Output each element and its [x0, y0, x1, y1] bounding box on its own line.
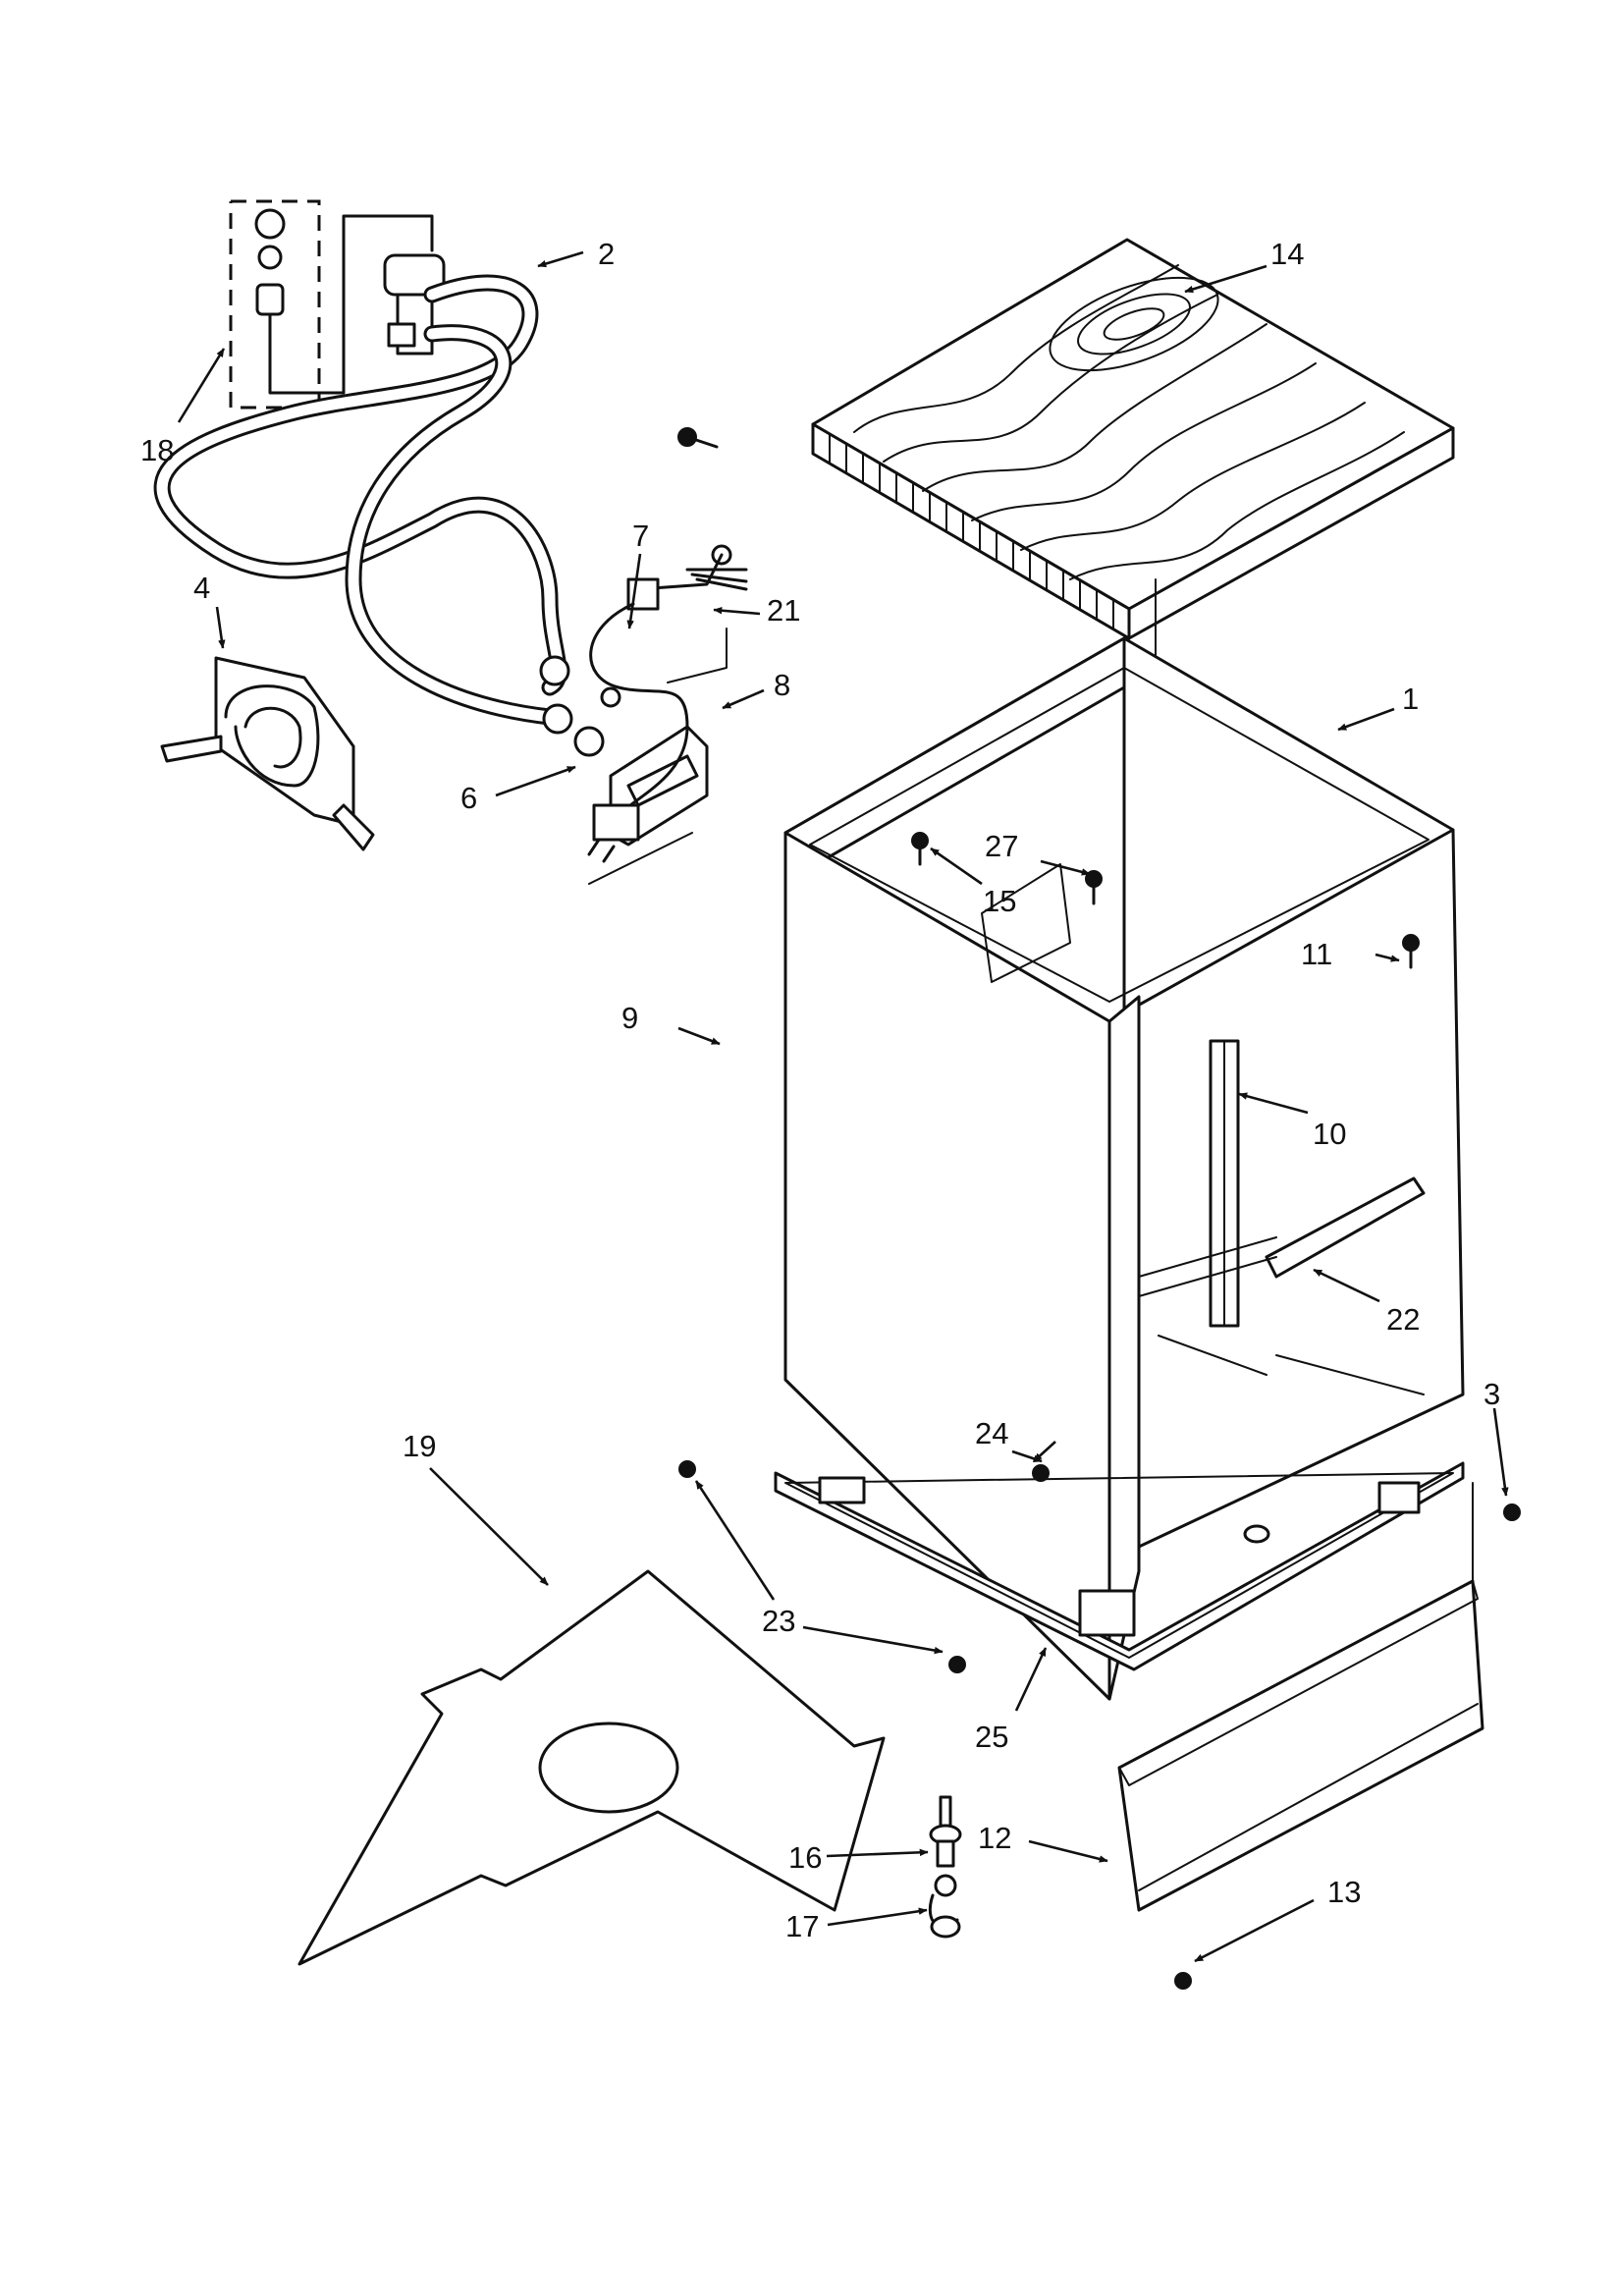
callout-17: 17 [785, 1909, 819, 1943]
callout-24: 24 [975, 1416, 1008, 1450]
callout-3: 3 [1483, 1377, 1500, 1411]
callout-12: 12 [978, 1821, 1011, 1855]
callout-8: 8 [774, 668, 790, 702]
screws [677, 427, 1521, 1990]
wood-top-panel [811, 238, 1455, 708]
callout-6: 6 [460, 781, 477, 815]
callout-18: 18 [140, 433, 174, 467]
callout-1: 1 [1402, 682, 1419, 716]
callout-9: 9 [621, 1001, 638, 1035]
callout-16: 16 [788, 1840, 822, 1875]
insulation-pad [297, 1569, 886, 1966]
callout-23: 23 [762, 1604, 795, 1638]
callout-2: 2 [598, 237, 615, 271]
callout-labels: 2 18 14 1 4 7 21 8 6 15 27 11 9 10 22 3 … [140, 237, 1500, 1943]
bracket-assembly [160, 656, 375, 851]
callout-22: 22 [1386, 1302, 1420, 1337]
callout-7: 7 [632, 519, 649, 553]
cabinet-frame [783, 636, 1465, 1701]
callout-10: 10 [1313, 1117, 1346, 1151]
callout-15: 15 [983, 884, 1016, 918]
callout-21: 21 [767, 593, 800, 628]
cabinet-base [774, 1461, 1465, 1671]
callout-25: 25 [975, 1720, 1008, 1754]
callout-13: 13 [1327, 1875, 1361, 1909]
callout-11: 11 [1301, 937, 1332, 971]
callout-leaders [177, 250, 1509, 1963]
callout-19: 19 [403, 1429, 436, 1463]
callout-4: 4 [193, 571, 210, 605]
callout-14: 14 [1270, 237, 1304, 271]
leveling-leg-caster [928, 1795, 962, 1939]
toe-panel [1117, 1482, 1484, 1912]
callout-27: 27 [985, 829, 1018, 863]
